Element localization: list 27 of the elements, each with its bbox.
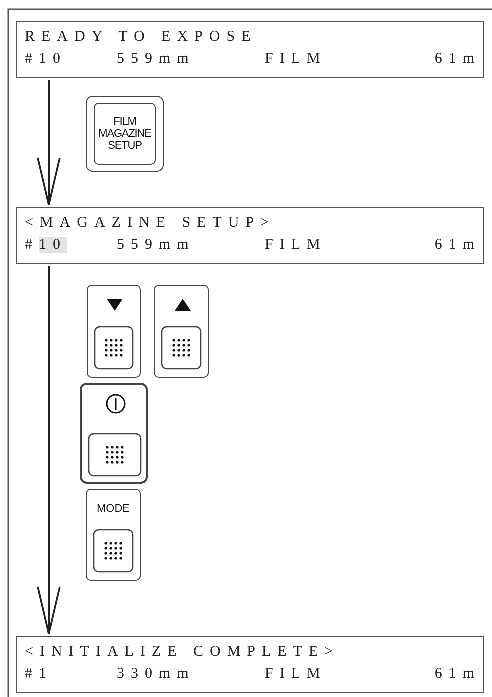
lcd-display bbox=[16, 207, 484, 264]
film-magazine-setup-key bbox=[86, 96, 164, 172]
display-value: FILM bbox=[265, 50, 327, 68]
display-message: <MAGAZINE SETUP> bbox=[25, 214, 276, 232]
display-message: <INITIALIZE COMPLETE> bbox=[25, 643, 340, 661]
arrow bbox=[37, 266, 61, 635]
control-key bbox=[80, 383, 148, 484]
display-value: 330mm bbox=[117, 665, 196, 683]
display-value: 61m bbox=[434, 236, 481, 254]
display-value: 61m bbox=[434, 665, 481, 683]
control-key bbox=[86, 489, 141, 581]
display-value: #10 bbox=[25, 50, 67, 68]
lcd-display bbox=[16, 21, 484, 78]
display-value: #10 bbox=[25, 236, 67, 254]
display-value: FILM bbox=[265, 236, 327, 254]
display-value: 61m bbox=[434, 50, 481, 68]
display-message: READY TO EXPOSE bbox=[25, 28, 258, 46]
control-key bbox=[154, 285, 209, 378]
key-label: MODE bbox=[96, 503, 131, 515]
arrow bbox=[37, 80, 61, 206]
display-value: #1 bbox=[25, 665, 53, 683]
lcd-display bbox=[16, 636, 484, 693]
display-value: 559mm bbox=[117, 50, 196, 68]
display-value: FILM bbox=[265, 665, 327, 683]
display-value: 559mm bbox=[117, 236, 196, 254]
control-key bbox=[87, 285, 141, 378]
key-label: FILM MAGAZINE SETUP bbox=[98, 116, 152, 152]
